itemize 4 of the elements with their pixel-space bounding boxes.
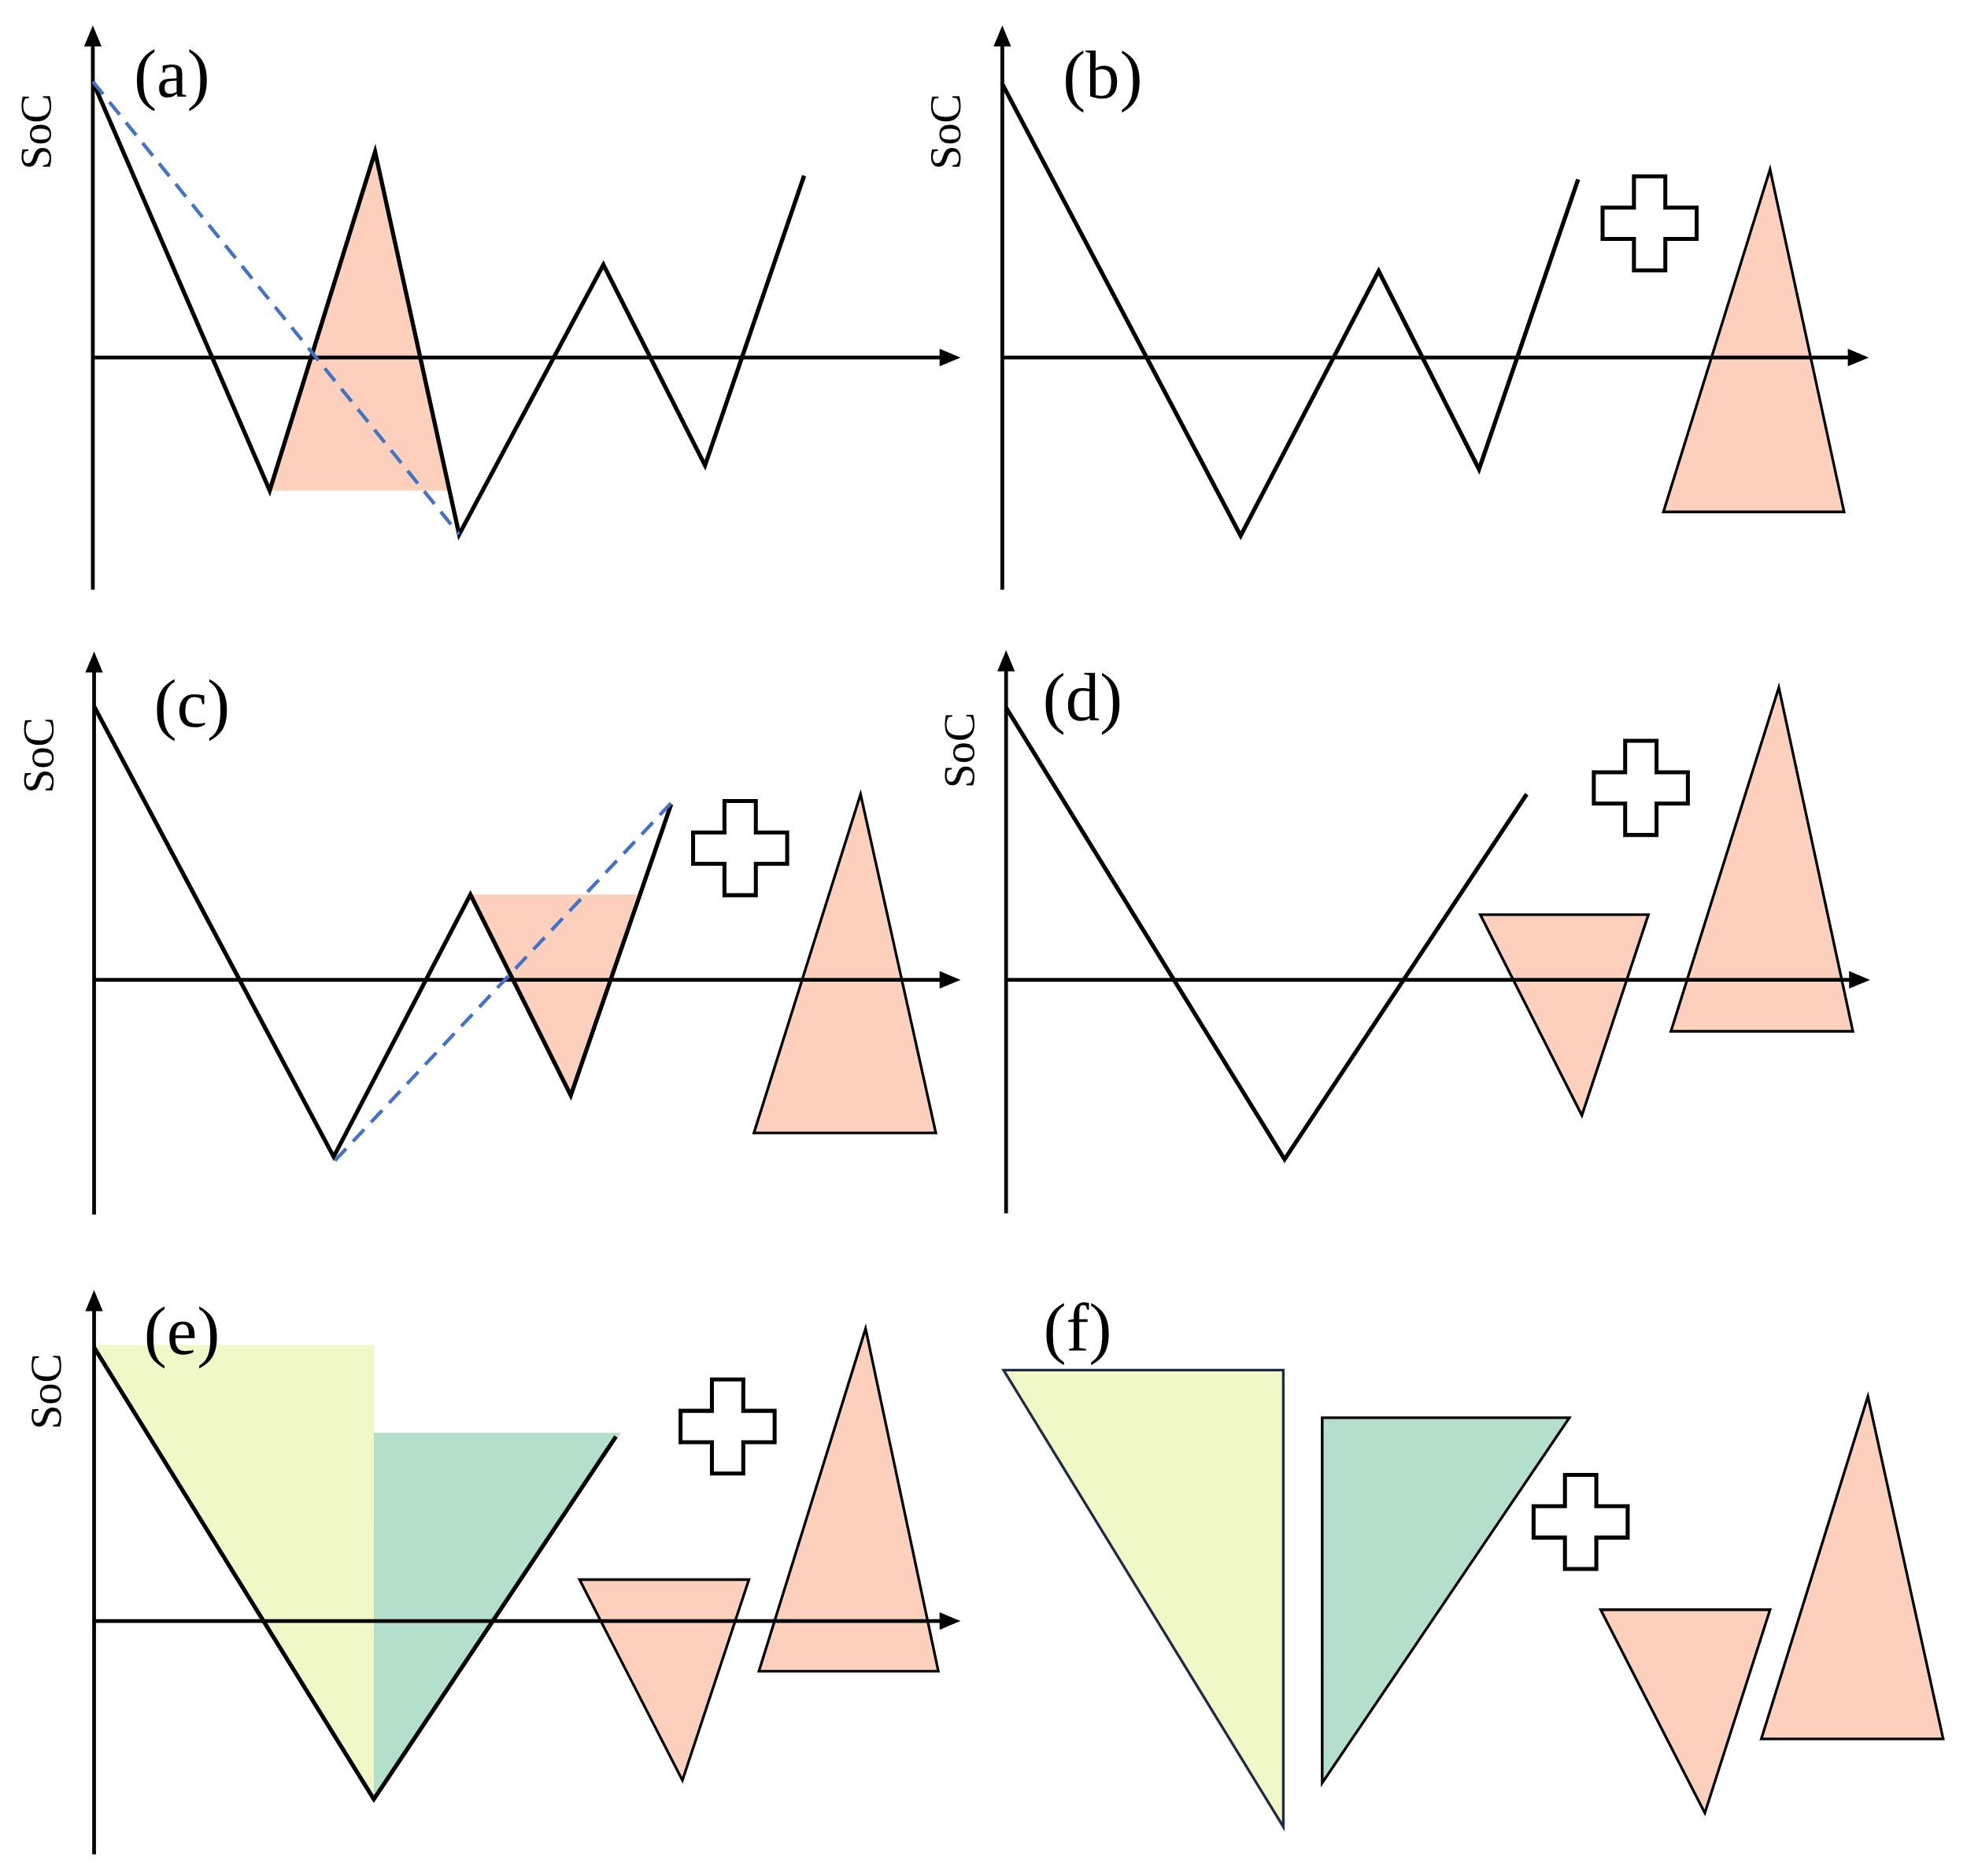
axis-label: SoC [31,1356,61,1427]
panel-label: (f) [1046,1302,1109,1366]
axis-label: SoC [21,96,51,167]
axis-label: SoC [24,720,54,791]
